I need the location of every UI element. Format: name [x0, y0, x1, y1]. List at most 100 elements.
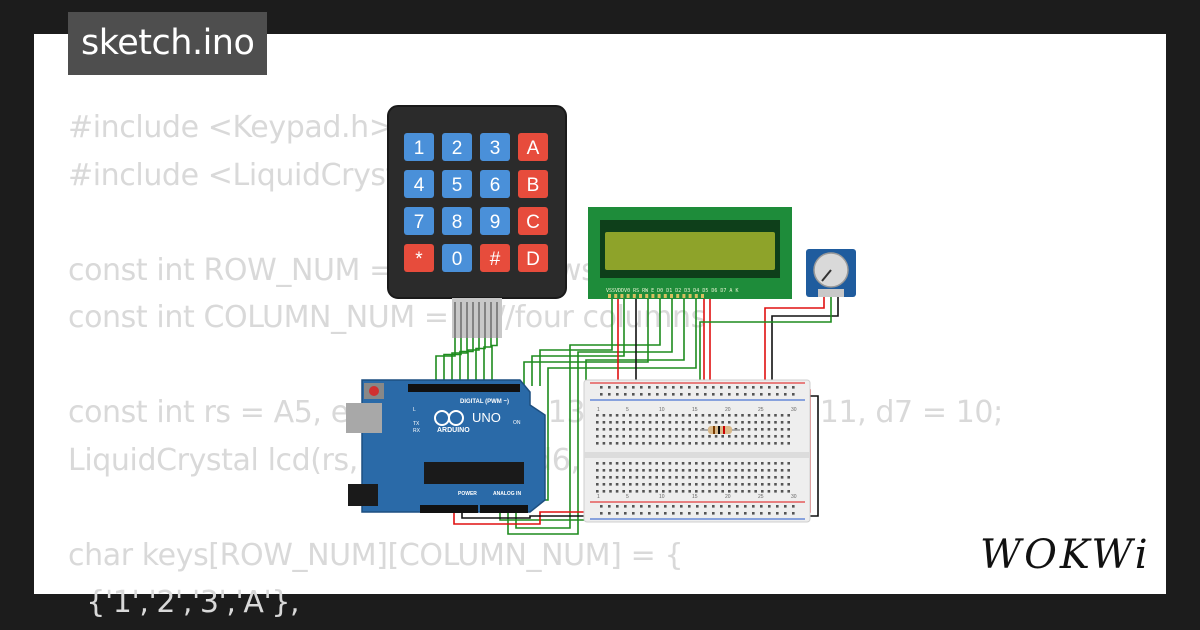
on-label: ON [513, 420, 521, 426]
code-line: char keys[ROW_NUM][COLUMN_NUM] = { [68, 537, 684, 573]
breadboard-body [583, 379, 811, 523]
keypad-key[interactable] [442, 244, 472, 272]
keypad-ribbon [452, 298, 502, 338]
keypad-key-label: 6 [490, 175, 501, 196]
keypad-key[interactable] [404, 207, 434, 235]
keypad-key[interactable] [442, 207, 472, 235]
breadboard-column-number: 30 [791, 407, 797, 413]
keypad-key-label: 3 [490, 138, 501, 159]
breadboard-column-number: 25 [758, 407, 764, 413]
lcd-screen [605, 232, 775, 270]
keypad-key-label: D [526, 249, 540, 270]
lcd-display[interactable]: VSSVDDV0 RS RW E D0 D1 D2 D3 D4 D5 D6 D7… [588, 207, 792, 299]
pot-indicator [821, 269, 832, 282]
breadboard-column-number: 15 [692, 407, 698, 413]
wire [461, 395, 819, 519]
breadboard-holes [590, 382, 805, 520]
keypad-key[interactable] [404, 244, 434, 272]
wire [507, 298, 673, 535]
arduino-uno[interactable]: DIGITAL (PWM ~) UNO ARDUINO TX RX L ON P… [346, 379, 546, 513]
wire [435, 338, 456, 386]
keypad-key[interactable] [404, 170, 434, 198]
wire [491, 338, 498, 386]
analog-label: ANALOG IN [493, 491, 521, 497]
wire [475, 338, 486, 386]
keypad-key[interactable] [480, 170, 510, 198]
breadboard-column-number: 10 [659, 407, 665, 413]
arduino-logo-icon-right [448, 410, 464, 426]
reset-button-cap [369, 386, 379, 396]
wire [539, 298, 613, 386]
keypad-key[interactable] [442, 170, 472, 198]
keypad-key[interactable] [480, 133, 510, 161]
resistor[interactable] [700, 426, 740, 434]
lcd-pins [608, 294, 704, 298]
pot-pins [818, 289, 844, 297]
power-label: POWER [458, 491, 477, 497]
keypad-key-label: 1 [414, 138, 425, 159]
breadboard-column-number: 20 [725, 407, 731, 413]
keypad-keys: 1 2 3 A 4 5 6 B 7 8 9 C * 0 # D [404, 133, 548, 272]
atmega-chip [424, 462, 524, 484]
keypad-key-label: # [490, 249, 501, 270]
breadboard-gutter [584, 452, 810, 458]
keypad[interactable]: 1 2 3 A 4 5 6 B 7 8 9 C * 0 # D [387, 105, 567, 338]
breadboard-column-number: 1 [597, 494, 600, 500]
breadboard-column-number: 10 [659, 494, 665, 500]
arduino-brand-label: ARDUINO [437, 427, 470, 434]
keypad-key-label: A [527, 138, 540, 159]
code-line: #include <Keypad.h> [68, 110, 394, 145]
keypad-key-label: 7 [414, 212, 425, 233]
keypad-key-label: 8 [452, 212, 463, 233]
wire [459, 338, 474, 386]
keypad-key-label: 9 [490, 212, 501, 233]
potentiometer[interactable] [806, 249, 856, 297]
keypad-key[interactable] [480, 244, 510, 272]
usb-port-icon [346, 403, 382, 433]
keypad-key[interactable] [518, 170, 548, 198]
keypad-key[interactable] [404, 133, 434, 161]
keypad-key-label: 4 [414, 175, 425, 196]
uno-label: UNO [472, 410, 501, 425]
breadboard-column-number: 30 [791, 494, 797, 500]
keypad-key-label: 0 [452, 249, 463, 270]
rx-label: RX [413, 428, 421, 434]
keypad-key-label: 5 [452, 175, 463, 196]
tx-label: TX [413, 421, 420, 427]
breadboard-column-number: 1 [597, 407, 600, 413]
breadboard-column-number: 5 [626, 407, 629, 413]
lcd-pin-labels: VSSVDDV0 RS RW E D0 D1 D2 D3 D4 D5 D6 D7… [606, 288, 738, 294]
wire [699, 297, 832, 430]
keypad-key[interactable] [518, 244, 548, 272]
wokwi-logo-text: WOKWi [980, 532, 1151, 578]
wire [764, 297, 825, 390]
breadboard-column-number: 5 [626, 494, 629, 500]
sketch-file-tab[interactable]: sketch.ino [68, 12, 268, 75]
wire [515, 298, 661, 529]
l-label: L [413, 407, 416, 413]
keypad-key[interactable] [518, 133, 548, 161]
digital-header [408, 384, 520, 392]
analog-header [480, 505, 528, 513]
keypad-key-label: C [526, 212, 540, 233]
wire [467, 338, 480, 386]
breadboard-column-number: 25 [758, 494, 764, 500]
keypad-ribbon-lines [454, 302, 498, 338]
digital-label: DIGITAL (PWM ~) [460, 399, 509, 405]
wokwi-logo-icon: WOKWi [980, 532, 1151, 578]
keypad-key-label: * [415, 249, 423, 270]
keypad-key-label: B [527, 175, 540, 196]
wire [771, 297, 839, 392]
power-jack-icon [348, 484, 378, 506]
keypad-key[interactable] [442, 133, 472, 161]
keypad-key[interactable] [518, 207, 548, 235]
wire [483, 338, 492, 386]
power-header [420, 505, 478, 513]
keypad-key[interactable] [480, 207, 510, 235]
code-line: {'1','2','3','A'}, [68, 585, 300, 620]
breadboard-column-number: 20 [725, 494, 731, 500]
keypad-key-label: 2 [452, 138, 463, 159]
